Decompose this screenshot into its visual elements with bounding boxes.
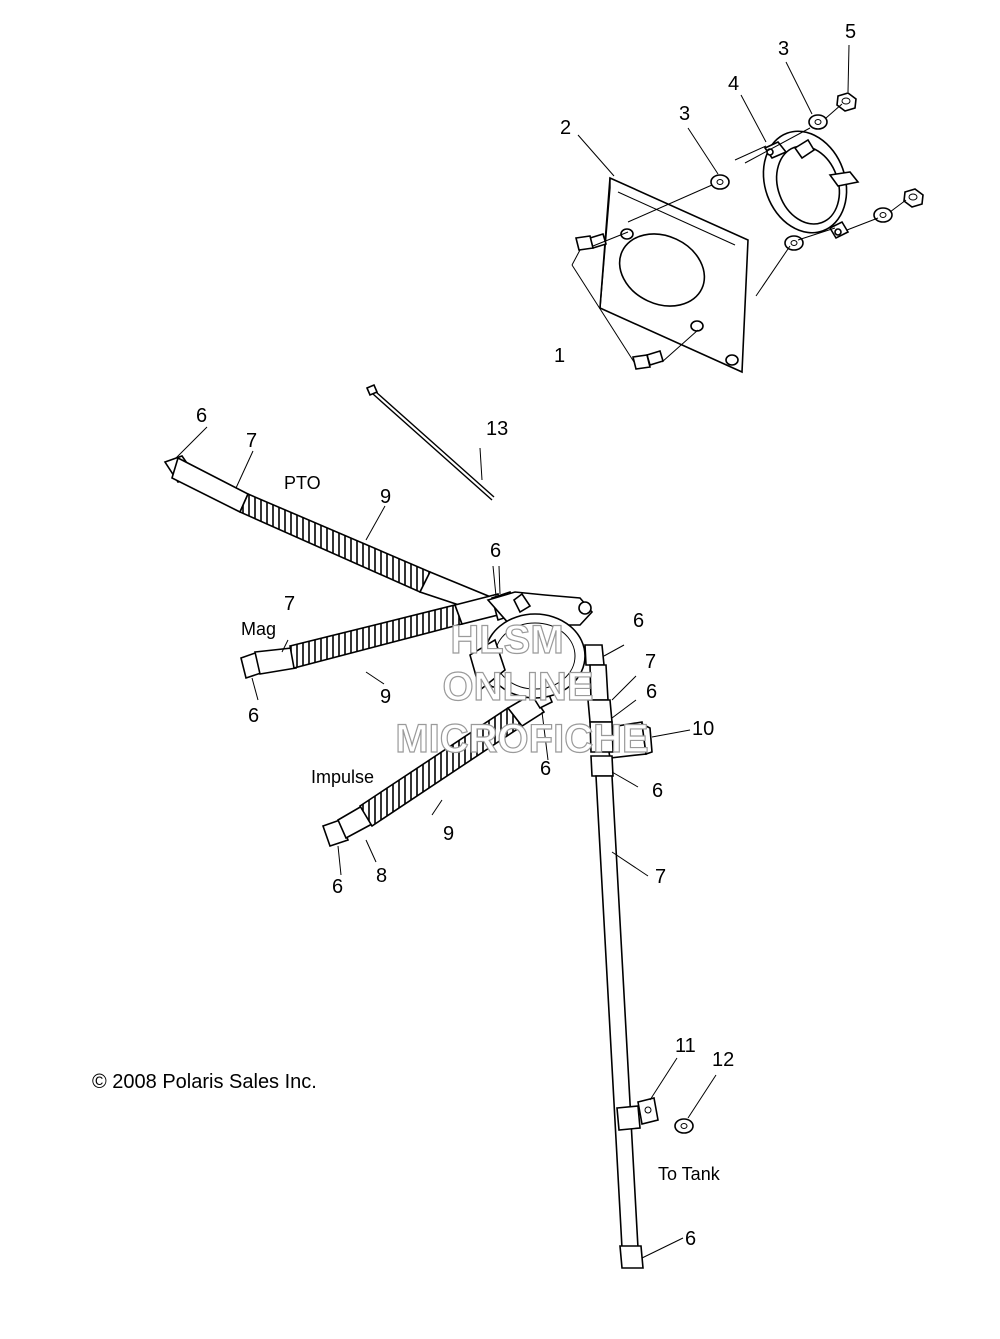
callout-7-outlet: 7	[645, 651, 656, 673]
label-pto: PTO	[284, 473, 321, 493]
callout-6-impulse-end: 6	[332, 876, 343, 898]
hose-pto	[163, 455, 500, 618]
callout-7-tank-line: 7	[655, 866, 666, 888]
callout-9-pto: 9	[380, 486, 391, 508]
callout-6-mag-end: 6	[248, 705, 259, 727]
callout-6-filter-out: 6	[652, 780, 663, 802]
callout-2: 2	[560, 117, 571, 139]
callout-12: 12	[712, 1049, 734, 1071]
callout-7-pto: 7	[246, 430, 257, 452]
callout-numbers: 1 2 3 3 4 5 6 7 13 9 6 7 6 9 6 7 6 10 6 …	[196, 21, 856, 1250]
watermark: HLSM ONLINE MICROFICHE	[395, 617, 650, 761]
label-mag: Mag	[241, 619, 276, 639]
push-rivet	[674, 1118, 694, 1134]
callout-8: 8	[376, 865, 387, 887]
callout-10: 10	[692, 718, 714, 740]
callout-6-pto-end: 6	[196, 405, 207, 427]
callout-4: 4	[728, 73, 739, 95]
pulse-fuel-pump	[469, 591, 594, 699]
washers-and-nuts	[710, 92, 924, 251]
callout-6-tank-end: 6	[685, 1228, 696, 1250]
watermark-line-1: HLSM	[450, 618, 563, 662]
callout-11: 11	[675, 1035, 696, 1057]
bolts	[575, 232, 664, 370]
callout-6-outlet: 6	[633, 610, 644, 632]
hose-clamp	[637, 1097, 659, 1125]
callout-3a: 3	[679, 103, 690, 125]
callout-13: 13	[486, 418, 508, 440]
callout-6-pump-inlet: 6	[490, 540, 501, 562]
outlet-line	[584, 644, 653, 1269]
line-labels: PTO Mag Impulse To Tank	[241, 473, 721, 1184]
hose-impulse	[321, 683, 554, 848]
callout-6-filter-in: 6	[646, 681, 657, 703]
callout-3b: 3	[778, 38, 789, 60]
leader-lines	[175, 44, 850, 1259]
watermark-line-2: ONLINE	[442, 665, 593, 709]
copyright-notice: © 2008 Polaris Sales Inc.	[92, 1071, 317, 1093]
label-to-tank: To Tank	[658, 1164, 721, 1184]
cable-tie	[365, 383, 495, 501]
fuel-pump-upper	[762, 130, 860, 240]
callout-1: 1	[554, 345, 565, 367]
assembly-lines-upper	[592, 103, 907, 363]
mounting-bracket	[599, 176, 749, 374]
callout-6-impulse-pump: 6	[540, 758, 551, 780]
watermark-line-3: MICROFICHE	[395, 717, 648, 761]
label-impulse: Impulse	[311, 767, 374, 787]
callout-5: 5	[845, 21, 856, 43]
callout-9-impulse: 9	[443, 823, 454, 845]
callout-7-mag: 7	[284, 593, 295, 615]
callout-9-mag: 9	[380, 686, 391, 708]
